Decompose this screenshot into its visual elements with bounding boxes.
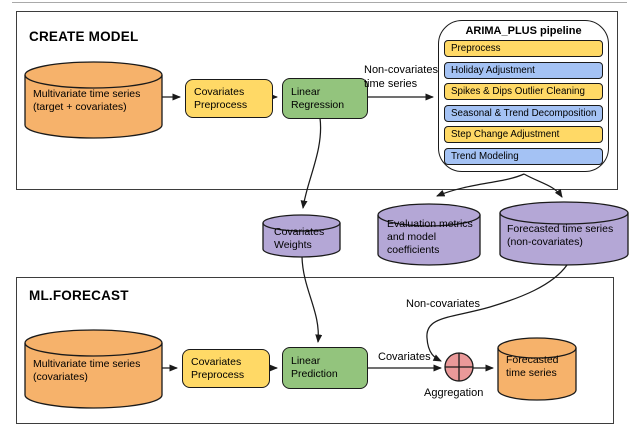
pipeline-step-spikes-dips: Spikes & Dips Outlier Cleaning (444, 83, 603, 101)
arrow-weights-to-prediction (301, 256, 323, 343)
mf-output-cylinder (497, 337, 577, 401)
aggregation-label: Aggregation (424, 387, 484, 399)
arrow-noncov-to-aggregation (426, 264, 568, 362)
covariates-weights-label: Covariates Weights (274, 226, 325, 251)
non-covariates-edge-label: Non-covariates (406, 298, 480, 310)
mf-output-label: Forecasted time series (506, 354, 559, 379)
forecast-noncov-cylinder (499, 201, 629, 266)
cm-covariates-preprocess-box: Covariates Preprocess (185, 79, 273, 118)
cm-linear-regression-box: Linear Regression (282, 78, 368, 119)
cm-input-label: Multivariate time series (target + covar… (33, 88, 141, 113)
pipeline-step-seasonal-trend: Seasonal & Trend Decomposition (444, 104, 603, 122)
top-border-line (12, 2, 627, 3)
arrow-pipeline-to-eval (436, 173, 525, 197)
cm-input-cylinder (24, 61, 163, 139)
covariates-edge-label: Covariates (378, 351, 431, 363)
mf-input-cylinder (24, 329, 163, 409)
create-model-section (16, 11, 618, 190)
mf-linear-prediction-box: Linear Prediction (282, 347, 368, 389)
eval-metrics-cylinder (377, 203, 481, 266)
noncov-time-series-edge-label: Non-covariates time series (364, 64, 438, 90)
mf-input-label: Multivariate time series (covariates) (33, 358, 141, 383)
covariates-weights-cylinder (262, 214, 341, 258)
pipeline-step-holiday-adjustment: Holiday Adjustment (444, 61, 603, 79)
create-model-title: CREATE MODEL (29, 29, 139, 44)
pipeline-steps: Preprocess Holiday Adjustment Spikes & D… (444, 40, 603, 165)
arrow-pipeline-to-forecast-noncov (523, 173, 563, 198)
ml-forecast-title: ML.FORECAST (29, 288, 129, 303)
pipeline-title: ARIMA_PLUS pipeline (465, 25, 582, 37)
arima-plus-pipeline-box: ARIMA_PLUS pipeline Preprocess Holiday A… (438, 20, 609, 172)
eval-metrics-label: Evaluation metrics and model coefficient… (387, 218, 473, 256)
pipeline-step-trend-modeling: Trend Modeling (444, 147, 603, 165)
mf-covariates-preprocess-box: Covariates Preprocess (182, 349, 270, 388)
forecast-noncov-label: Forecasted time series (non-covariates) (507, 223, 614, 248)
pipeline-step-step-change: Step Change Adjustment (444, 126, 603, 144)
flow-arrows (162, 93, 568, 372)
arrow-regression-to-weights (300, 117, 322, 209)
aggregation-plus-icon (444, 352, 474, 382)
ml-forecast-section (16, 277, 614, 424)
pipeline-step-preprocess: Preprocess (444, 40, 603, 57)
